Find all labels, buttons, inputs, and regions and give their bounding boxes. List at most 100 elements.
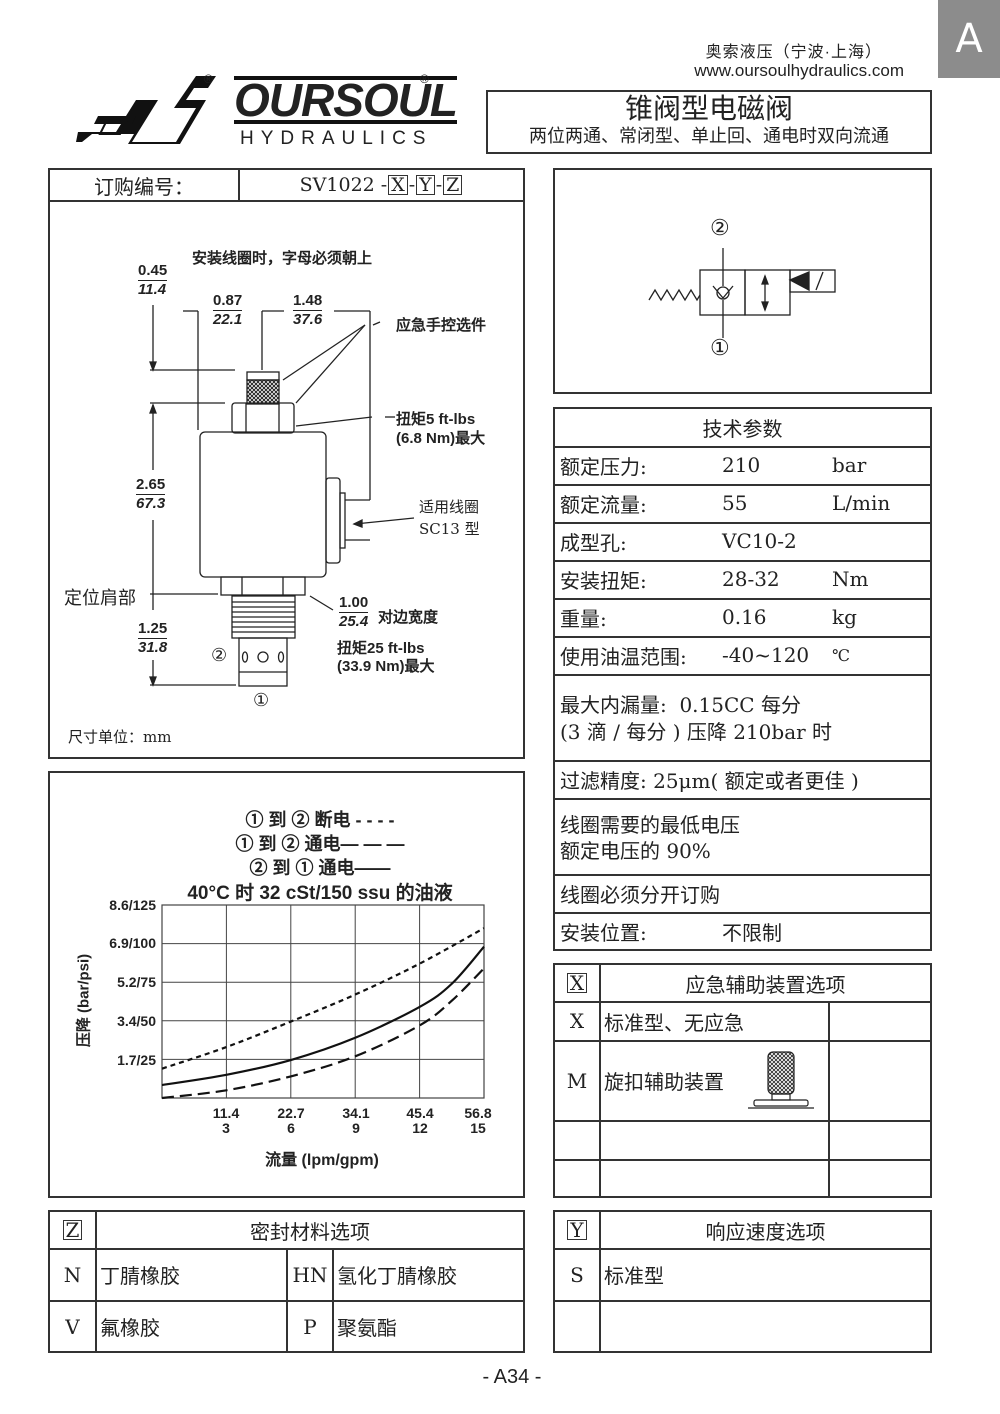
spec-label: 安装扭矩:	[560, 568, 647, 593]
brand-name: OURSOUL	[234, 74, 458, 126]
manual-option-label: 应急手控选件	[396, 317, 487, 334]
x-axis-label: 流量 (lpm/gpm)	[265, 1152, 379, 1169]
logo-mark-icon	[76, 76, 216, 144]
spec-label: 安装位置:	[560, 920, 647, 945]
order-code: SV1022 - X - Y - Z	[240, 170, 523, 200]
order-code-x: X	[388, 175, 408, 195]
plot-frame	[161, 904, 485, 1099]
spec-coil-note: 线圈必须分开订购	[560, 882, 720, 907]
option-z-title: 密封材料选项	[250, 1219, 370, 1244]
spec-unit: ℃	[832, 645, 850, 665]
series-line-dotted	[161, 927, 485, 1070]
hex-label: 对边宽度	[378, 609, 439, 626]
option-x-table	[553, 963, 932, 1198]
option-label: 标准型	[604, 1264, 664, 1288]
pressure-drop-chart	[48, 771, 525, 1198]
chart-plot	[161, 904, 485, 1100]
option-label: 旋扣辅助装置	[604, 1070, 724, 1094]
y-tick-label: 1.7/25	[117, 1052, 156, 1068]
option-code: N	[63, 1262, 82, 1287]
spec-value: -40~120	[722, 643, 810, 667]
spec-unit: L/min	[832, 491, 891, 515]
spec-label: 成型孔:	[560, 530, 627, 555]
spec-value: VC10-2	[722, 529, 797, 553]
brand-subtitle: HYDRAULICS	[240, 128, 433, 149]
option-y-code: Y	[567, 1220, 587, 1240]
y-tick-label: 5.2/75	[117, 974, 156, 990]
option-label: 标准型、无应急	[604, 1010, 744, 1035]
specs-table	[553, 407, 932, 951]
spec-value: 不限制	[722, 920, 782, 945]
series-line-solid	[161, 945, 485, 1087]
hydraulic-symbol-icon	[648, 248, 836, 338]
dimension-drawing-panel	[48, 168, 525, 759]
company-website: www.oursoulhydraulics.com	[694, 61, 904, 80]
y-axis-label: 压降 (bar/psi)	[75, 953, 93, 1048]
spec-leakage: 最大内漏量: 0.15CC 每分	[560, 692, 801, 717]
install-note: 安装线圈时，字母必须朝上	[192, 250, 373, 267]
order-code-y: Y	[416, 175, 435, 195]
option-code: P	[303, 1314, 317, 1339]
spec-label: 额定流量:	[560, 492, 647, 517]
option-code: M	[566, 1068, 588, 1093]
spec-label: 使用油温范围:	[560, 644, 687, 669]
spec-unit: bar	[832, 453, 867, 477]
order-code-z: Z	[443, 175, 463, 195]
option-y-title: 响应速度选项	[705, 1219, 826, 1244]
unit-note: 尺寸单位：mm	[68, 728, 172, 746]
option-z-code: Z	[62, 1220, 83, 1240]
spec-min-voltage: 线圈需要的最低电压	[560, 812, 740, 837]
spec-value: 55	[722, 491, 748, 515]
page-title: 锥阀型电磁阀	[624, 92, 793, 125]
spec-min-voltage-value: 额定电压的 90%	[560, 838, 711, 863]
coil-label: 适用线圈	[419, 498, 480, 516]
torque-bottom-value: (33.9 Nm)最大	[337, 658, 435, 675]
spec-unit: kg	[832, 605, 857, 629]
option-label: 丁腈橡胶	[100, 1264, 180, 1288]
company-name: 奥索液压（宁波·上海）	[705, 44, 882, 61]
option-code: X	[569, 1009, 585, 1033]
option-x-code: X	[566, 973, 588, 993]
symbol-port-2: ②	[710, 216, 730, 241]
torque-top-value: (6.8 Nm)最大	[396, 430, 486, 447]
valve-drawing	[149, 305, 415, 687]
spec-filtration: 过滤精度: 25μm( 额定或者更佳 )	[560, 768, 859, 793]
page-subtitle: 两位两通、常闭型、单止回、通电时双向流通	[529, 126, 889, 147]
page-number: - A34 -	[482, 1366, 542, 1388]
spec-label: 重量:	[560, 606, 607, 631]
option-x-title: 应急辅助装置选项	[685, 972, 846, 997]
chart-title: 40°C 时 32 cSt/150 ssu 的油液	[187, 883, 453, 904]
symbol-port-1: ①	[710, 336, 730, 361]
spec-label: 额定压力:	[560, 454, 647, 479]
logo: ® OURSOUL ® HYDRAULICS	[76, 72, 458, 152]
specs-title: 技术参数	[702, 417, 783, 441]
option-y-table	[553, 1210, 932, 1353]
shoulder-label: 定位肩部	[64, 588, 136, 609]
spec-leakage-condition: (3 滴 / 每分 ) 压降 210bar 时	[560, 719, 833, 744]
option-label: 氟橡胶	[100, 1316, 160, 1340]
order-code-label: 订购编号：	[94, 174, 194, 199]
legend-item: ① 到 ② 断电 - - - -	[245, 810, 395, 830]
spec-value: 210	[722, 453, 761, 477]
option-label: 氢化丁腈橡胶	[337, 1264, 457, 1288]
option-code: HN	[292, 1262, 328, 1287]
coil-type: SC13 型	[419, 520, 480, 538]
torque-bottom-label: 扭矩25 ft-lbs	[337, 640, 425, 657]
y-tick-label: 6.9/100	[109, 935, 156, 951]
option-label: 聚氨酯	[337, 1316, 397, 1340]
legend-item: ② 到 ① 通电——	[249, 858, 391, 878]
manual-knob-icon	[748, 1051, 814, 1109]
spec-value: 28-32	[722, 567, 780, 591]
series-line-dashed	[161, 967, 485, 1100]
spec-value: 0.16	[722, 605, 767, 629]
section-tab: A	[938, 0, 1000, 78]
